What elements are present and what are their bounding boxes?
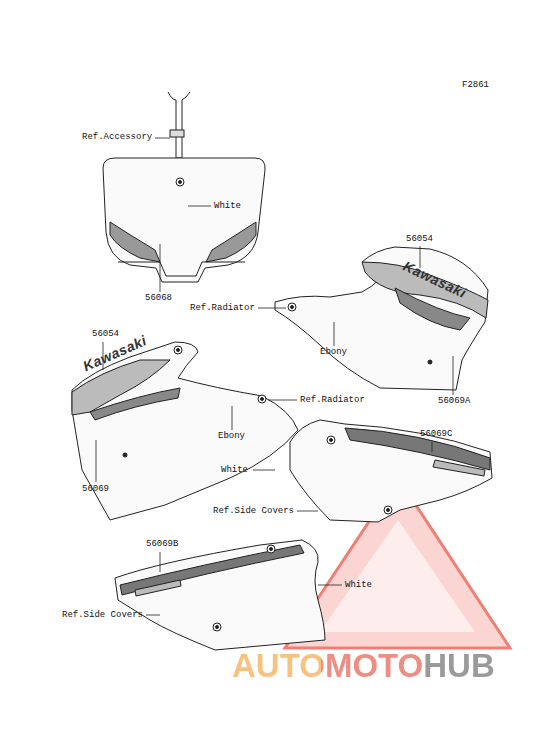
color-label: Ebony bbox=[218, 431, 245, 442]
reference-label: Ref.Side Covers bbox=[62, 610, 143, 621]
reference-label: Ref.Radiator bbox=[300, 395, 365, 406]
callout-number: 56068 bbox=[145, 293, 172, 304]
leader-lines bbox=[96, 138, 453, 615]
callout-number: 56069 bbox=[82, 484, 109, 495]
callout-number: 56054 bbox=[406, 234, 433, 245]
color-label: White bbox=[221, 465, 248, 476]
color-label: Ebony bbox=[320, 347, 347, 358]
callout-number: 56069A bbox=[438, 396, 470, 407]
figure-number: F2861 bbox=[462, 80, 489, 91]
reference-label: Ref.Accessory bbox=[82, 132, 152, 143]
watermark: AUTOMOTOHUB bbox=[232, 648, 495, 684]
reference-label: Ref.Radiator bbox=[190, 303, 255, 314]
reference-label: Ref.Side Covers bbox=[213, 506, 294, 517]
color-label: White bbox=[214, 201, 241, 212]
callout-number: 56069C bbox=[420, 429, 452, 440]
callout-number: 56054 bbox=[92, 329, 119, 340]
color-label: White bbox=[345, 580, 372, 591]
callout-number: 56069B bbox=[146, 539, 178, 550]
